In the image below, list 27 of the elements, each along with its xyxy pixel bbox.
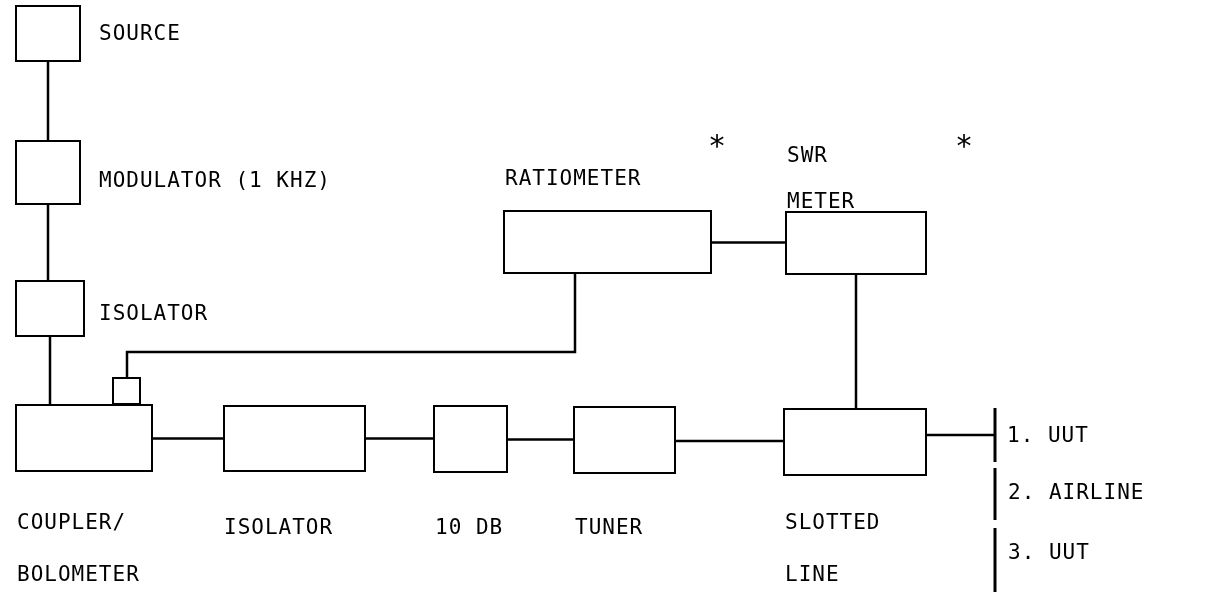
device-label: MODULATOR (1 KHZ) bbox=[99, 167, 331, 193]
connector-line bbox=[927, 408, 997, 462]
device-label: ISOLATOR bbox=[224, 514, 334, 540]
device-label: SWR METER bbox=[787, 142, 857, 215]
connector-line bbox=[153, 437, 223, 440]
unit-label: 2. AIRLINE bbox=[1008, 480, 1145, 504]
connector-line bbox=[46, 205, 50, 280]
connector-line bbox=[366, 437, 433, 440]
device-label: SOURCE bbox=[99, 20, 181, 46]
device-label: 10 DB bbox=[435, 514, 504, 540]
device-label: TUNER bbox=[575, 514, 644, 540]
connector-line bbox=[125, 274, 577, 377]
device-label: ISOLATOR bbox=[99, 300, 209, 326]
connector-line bbox=[46, 62, 50, 140]
connector-line bbox=[712, 241, 785, 244]
device-label: RATIOMETER bbox=[505, 165, 642, 191]
asterisk-mark: * bbox=[955, 128, 975, 163]
connector-line bbox=[676, 439, 783, 443]
unit-label: 3. UUT bbox=[1008, 540, 1090, 564]
connector-line bbox=[854, 275, 858, 408]
asterisk-mark: * bbox=[708, 128, 728, 163]
device-label: COUPLER/ BOLOMETER bbox=[17, 509, 141, 588]
unit-label: 1. UUT bbox=[995, 410, 1115, 460]
connector-line bbox=[48, 337, 52, 404]
connector-box bbox=[112, 377, 141, 405]
connector-line bbox=[508, 438, 573, 441]
device-label: SLOTTED LINE bbox=[785, 509, 882, 588]
